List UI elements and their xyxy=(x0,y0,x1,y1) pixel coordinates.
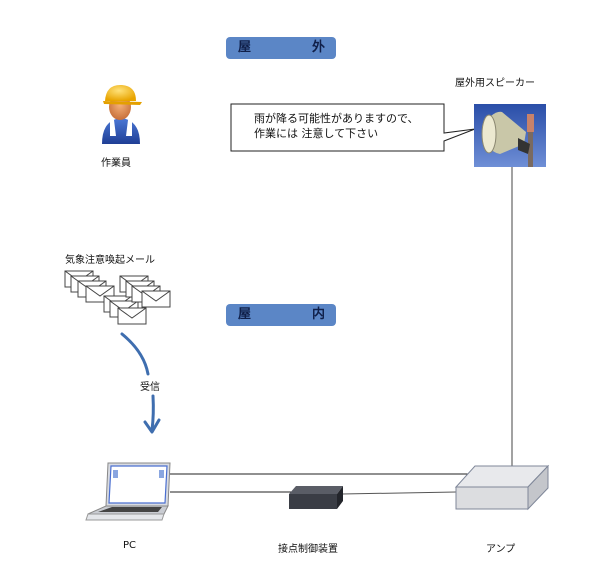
speaker xyxy=(474,104,546,167)
laptop-icon xyxy=(85,462,171,521)
worker-icon xyxy=(102,84,142,144)
amp-label: アンプ xyxy=(486,544,516,555)
speaker-icon xyxy=(474,104,546,167)
indoor-zone-label: 屋 内 xyxy=(226,304,336,326)
outdoor-zone-label: 屋 外 xyxy=(226,37,336,59)
receive-arrow xyxy=(120,332,161,434)
bubble-line-2: 作業には 注意して下さい xyxy=(254,127,379,140)
envelope xyxy=(117,307,147,325)
arrow-head-icon xyxy=(143,418,161,434)
mail-label: 気象注意喚起メール xyxy=(65,255,155,266)
zone-char-left: 屋 xyxy=(238,40,252,55)
amp xyxy=(454,464,550,511)
worker-label: 作業員 xyxy=(101,158,131,169)
zone-char-right: 外 xyxy=(311,40,325,55)
pc xyxy=(84,462,172,524)
bubble-line-1: 雨が降る可能性がありますので、 xyxy=(254,112,419,125)
speech-bubble xyxy=(230,103,476,152)
speaker-label: 屋外用スピーカー xyxy=(455,78,535,89)
controller-amp-line xyxy=(341,491,457,495)
controller-label: 接点制御装置 xyxy=(278,544,338,555)
zone-char-left: 屋 xyxy=(238,307,252,322)
amplifier-icon xyxy=(454,464,550,511)
zone-char-right: 内 xyxy=(311,307,325,322)
envelope-stack-icon xyxy=(64,270,171,325)
envelope xyxy=(141,290,171,308)
controller xyxy=(288,485,344,511)
contact-controller-icon xyxy=(289,486,343,509)
worker xyxy=(96,80,146,146)
pc-label: PC xyxy=(123,540,137,551)
arrow-label: 受信 xyxy=(140,382,160,393)
